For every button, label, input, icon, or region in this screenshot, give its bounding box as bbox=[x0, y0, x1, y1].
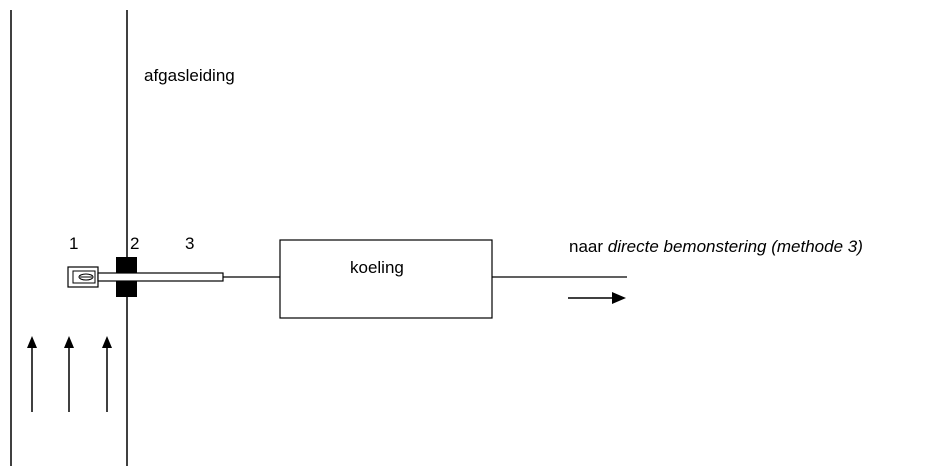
flow-arrows bbox=[27, 336, 112, 412]
destination-prefix: naar bbox=[569, 237, 608, 256]
component-1-label: 1 bbox=[69, 234, 79, 253]
component-1-filter bbox=[67, 266, 99, 288]
direction-arrow-head bbox=[612, 292, 626, 304]
component-2-label: 2 bbox=[130, 234, 140, 253]
cooler-box bbox=[279, 239, 493, 319]
flow-arrow-head-2 bbox=[64, 336, 74, 348]
cooler-label: koeling bbox=[350, 258, 404, 277]
destination-method: directe bemonstering (methode 3) bbox=[607, 237, 863, 256]
destination-label: naar directe bemonstering (methode 3) bbox=[569, 237, 863, 257]
flow-arrow-head-3 bbox=[102, 336, 112, 348]
component-3-probe bbox=[97, 272, 224, 282]
component-3-label: 3 bbox=[185, 234, 195, 253]
duct-label: afgasleiding bbox=[144, 66, 235, 85]
flow-arrow-head-1 bbox=[27, 336, 37, 348]
